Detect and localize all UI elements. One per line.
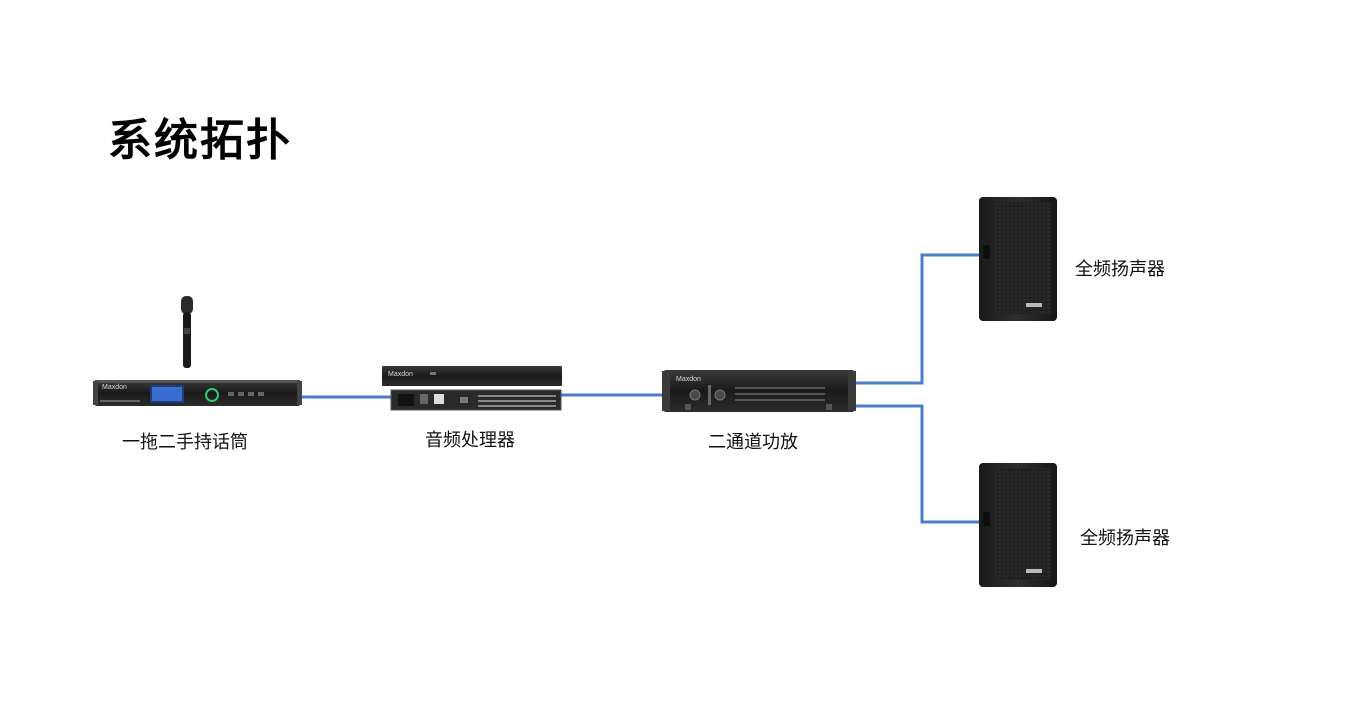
page-title: 系统拓扑 [108, 115, 292, 166]
cable-amplifier-to-speaker-bottom [853, 404, 985, 524]
cable-connections [298, 253, 985, 524]
mic-label: 一拖二手持话筒 [122, 432, 248, 453]
svg-text:Maxdon: Maxdon [102, 384, 127, 391]
processor-label: 音频处理器 [425, 430, 515, 451]
svg-text:Maxdon: Maxdon [676, 376, 701, 383]
wireless-microphone-receiver-icon: Maxdon [93, 296, 302, 406]
two-channel-amplifier-icon: Maxdon [662, 370, 856, 412]
speaker-bottom-label: 全频扬声器 [1080, 528, 1170, 549]
cable-amplifier-to-speaker-top [853, 253, 985, 385]
full-range-speaker-bottom-icon [979, 463, 1057, 587]
speaker-top-label: 全频扬声器 [1075, 259, 1165, 280]
svg-text:Maxdon: Maxdon [388, 371, 413, 378]
amplifier-label: 二通道功放 [708, 432, 798, 453]
audio-processor-icon: Maxdon [382, 366, 562, 411]
full-range-speaker-top-icon [979, 197, 1057, 321]
